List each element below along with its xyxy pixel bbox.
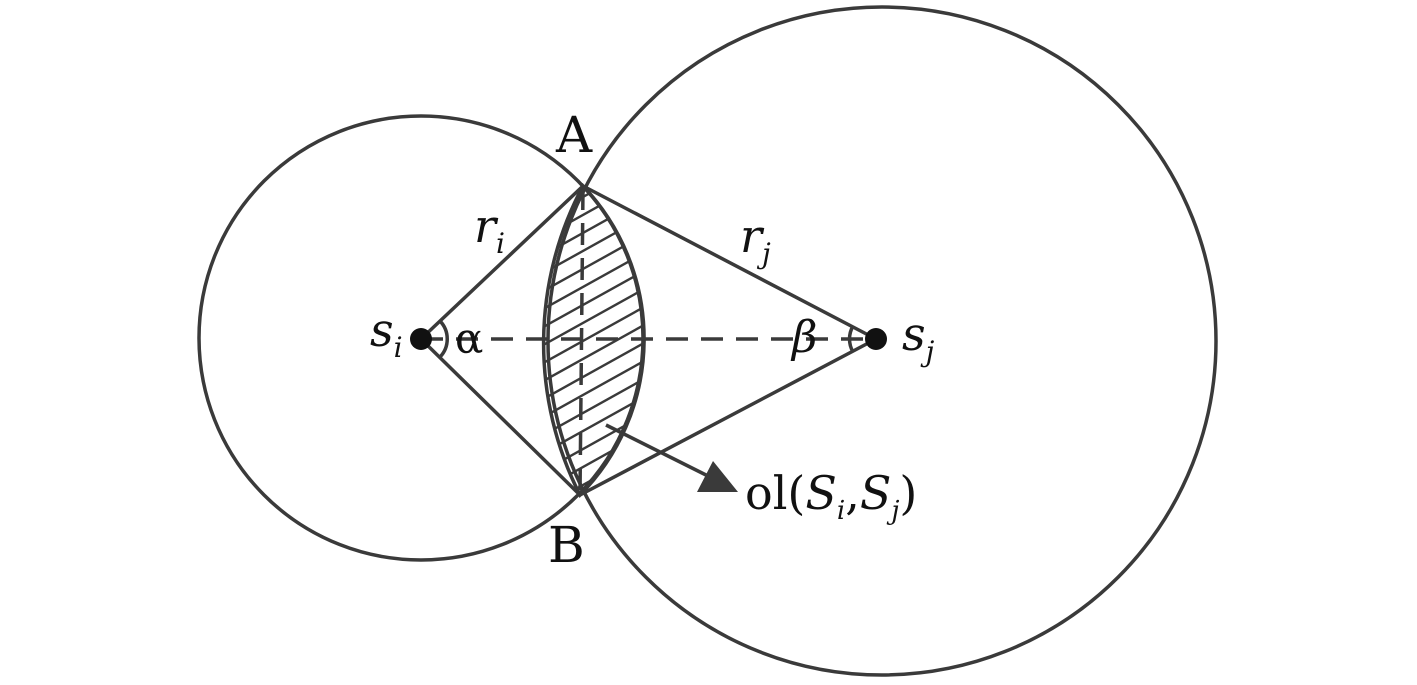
overlap-arrow-head bbox=[697, 461, 738, 492]
overlap-func: ol( bbox=[745, 466, 805, 520]
radius-j-symbol: r bbox=[740, 209, 765, 263]
point-b-label: B bbox=[548, 516, 585, 574]
radius-j-to-b bbox=[579, 337, 877, 497]
radius-j-to-a bbox=[582, 184, 877, 341]
overlap-close: ) bbox=[899, 466, 917, 520]
center-j-symbol: s bbox=[902, 307, 926, 361]
chord-ab bbox=[578, 187, 585, 495]
overlap-set-2: S bbox=[860, 466, 892, 520]
center-i-subscript: i bbox=[394, 331, 403, 364]
angle-beta-label: β bbox=[790, 312, 817, 363]
overlap-arrow-shaft bbox=[605, 423, 707, 477]
angle-alpha-label: α bbox=[455, 314, 483, 363]
center-i-label: si bbox=[370, 303, 403, 364]
center-i-symbol: s bbox=[370, 303, 394, 357]
radius-i-subscript: i bbox=[496, 227, 505, 260]
radius-i-to-b bbox=[419, 337, 582, 497]
overlap-region bbox=[541, 183, 646, 498]
overlap-comma: , bbox=[845, 466, 860, 520]
angle-alpha-arc bbox=[438, 319, 449, 359]
radius-i-symbol: r bbox=[474, 199, 499, 253]
radius-i-label: ri bbox=[474, 199, 505, 260]
overlap-label: ol(Si,Sj) bbox=[745, 466, 917, 526]
angle-beta-arc bbox=[847, 325, 855, 353]
overlap-outline bbox=[541, 183, 646, 498]
radius-i-to-a bbox=[419, 184, 585, 341]
overlap-set-1-subscript: i bbox=[837, 496, 845, 526]
circle-j bbox=[546, 5, 1218, 677]
center-point-j bbox=[865, 328, 887, 350]
center-point-i bbox=[410, 328, 432, 350]
point-a-label: A bbox=[555, 106, 593, 164]
overlap-set-1: S bbox=[805, 466, 837, 520]
radius-j-label: rj bbox=[740, 209, 771, 270]
center-j-label: sj bbox=[902, 307, 935, 368]
